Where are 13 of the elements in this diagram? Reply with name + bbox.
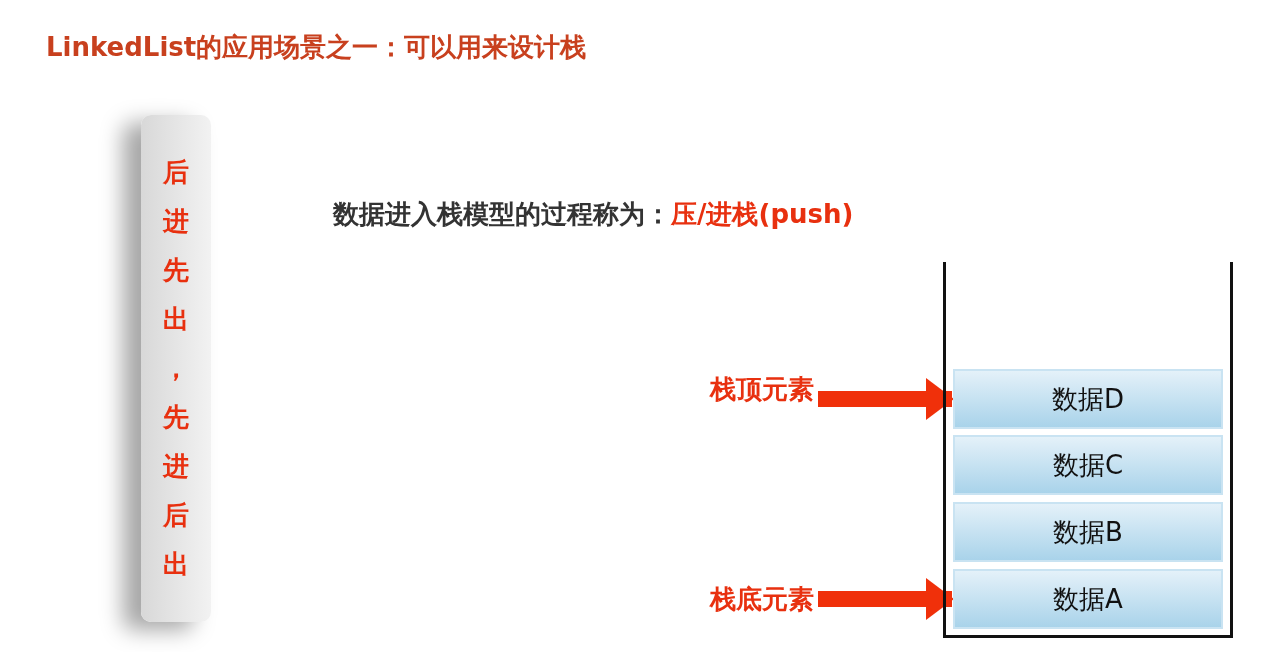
pointer-label: 栈顶元素	[710, 372, 814, 407]
data-box: 数据D	[953, 369, 1223, 429]
vertical-banner: 后进先出，先进后出	[141, 115, 211, 622]
statement-text: 数据进入栈模型的过程称为：	[333, 198, 671, 231]
pointer-label: 栈底元素	[710, 582, 814, 617]
data-box: 数据B	[953, 502, 1223, 562]
slide-title: LinkedList的应用场景之一：可以用来设计栈	[46, 31, 587, 64]
data-box: 数据C	[953, 435, 1223, 495]
stack-container	[943, 262, 1233, 638]
data-box: 数据A	[953, 569, 1223, 629]
highlight-text: 压/进栈(push)	[671, 198, 854, 231]
arrow	[818, 378, 954, 420]
arrow	[818, 578, 954, 620]
